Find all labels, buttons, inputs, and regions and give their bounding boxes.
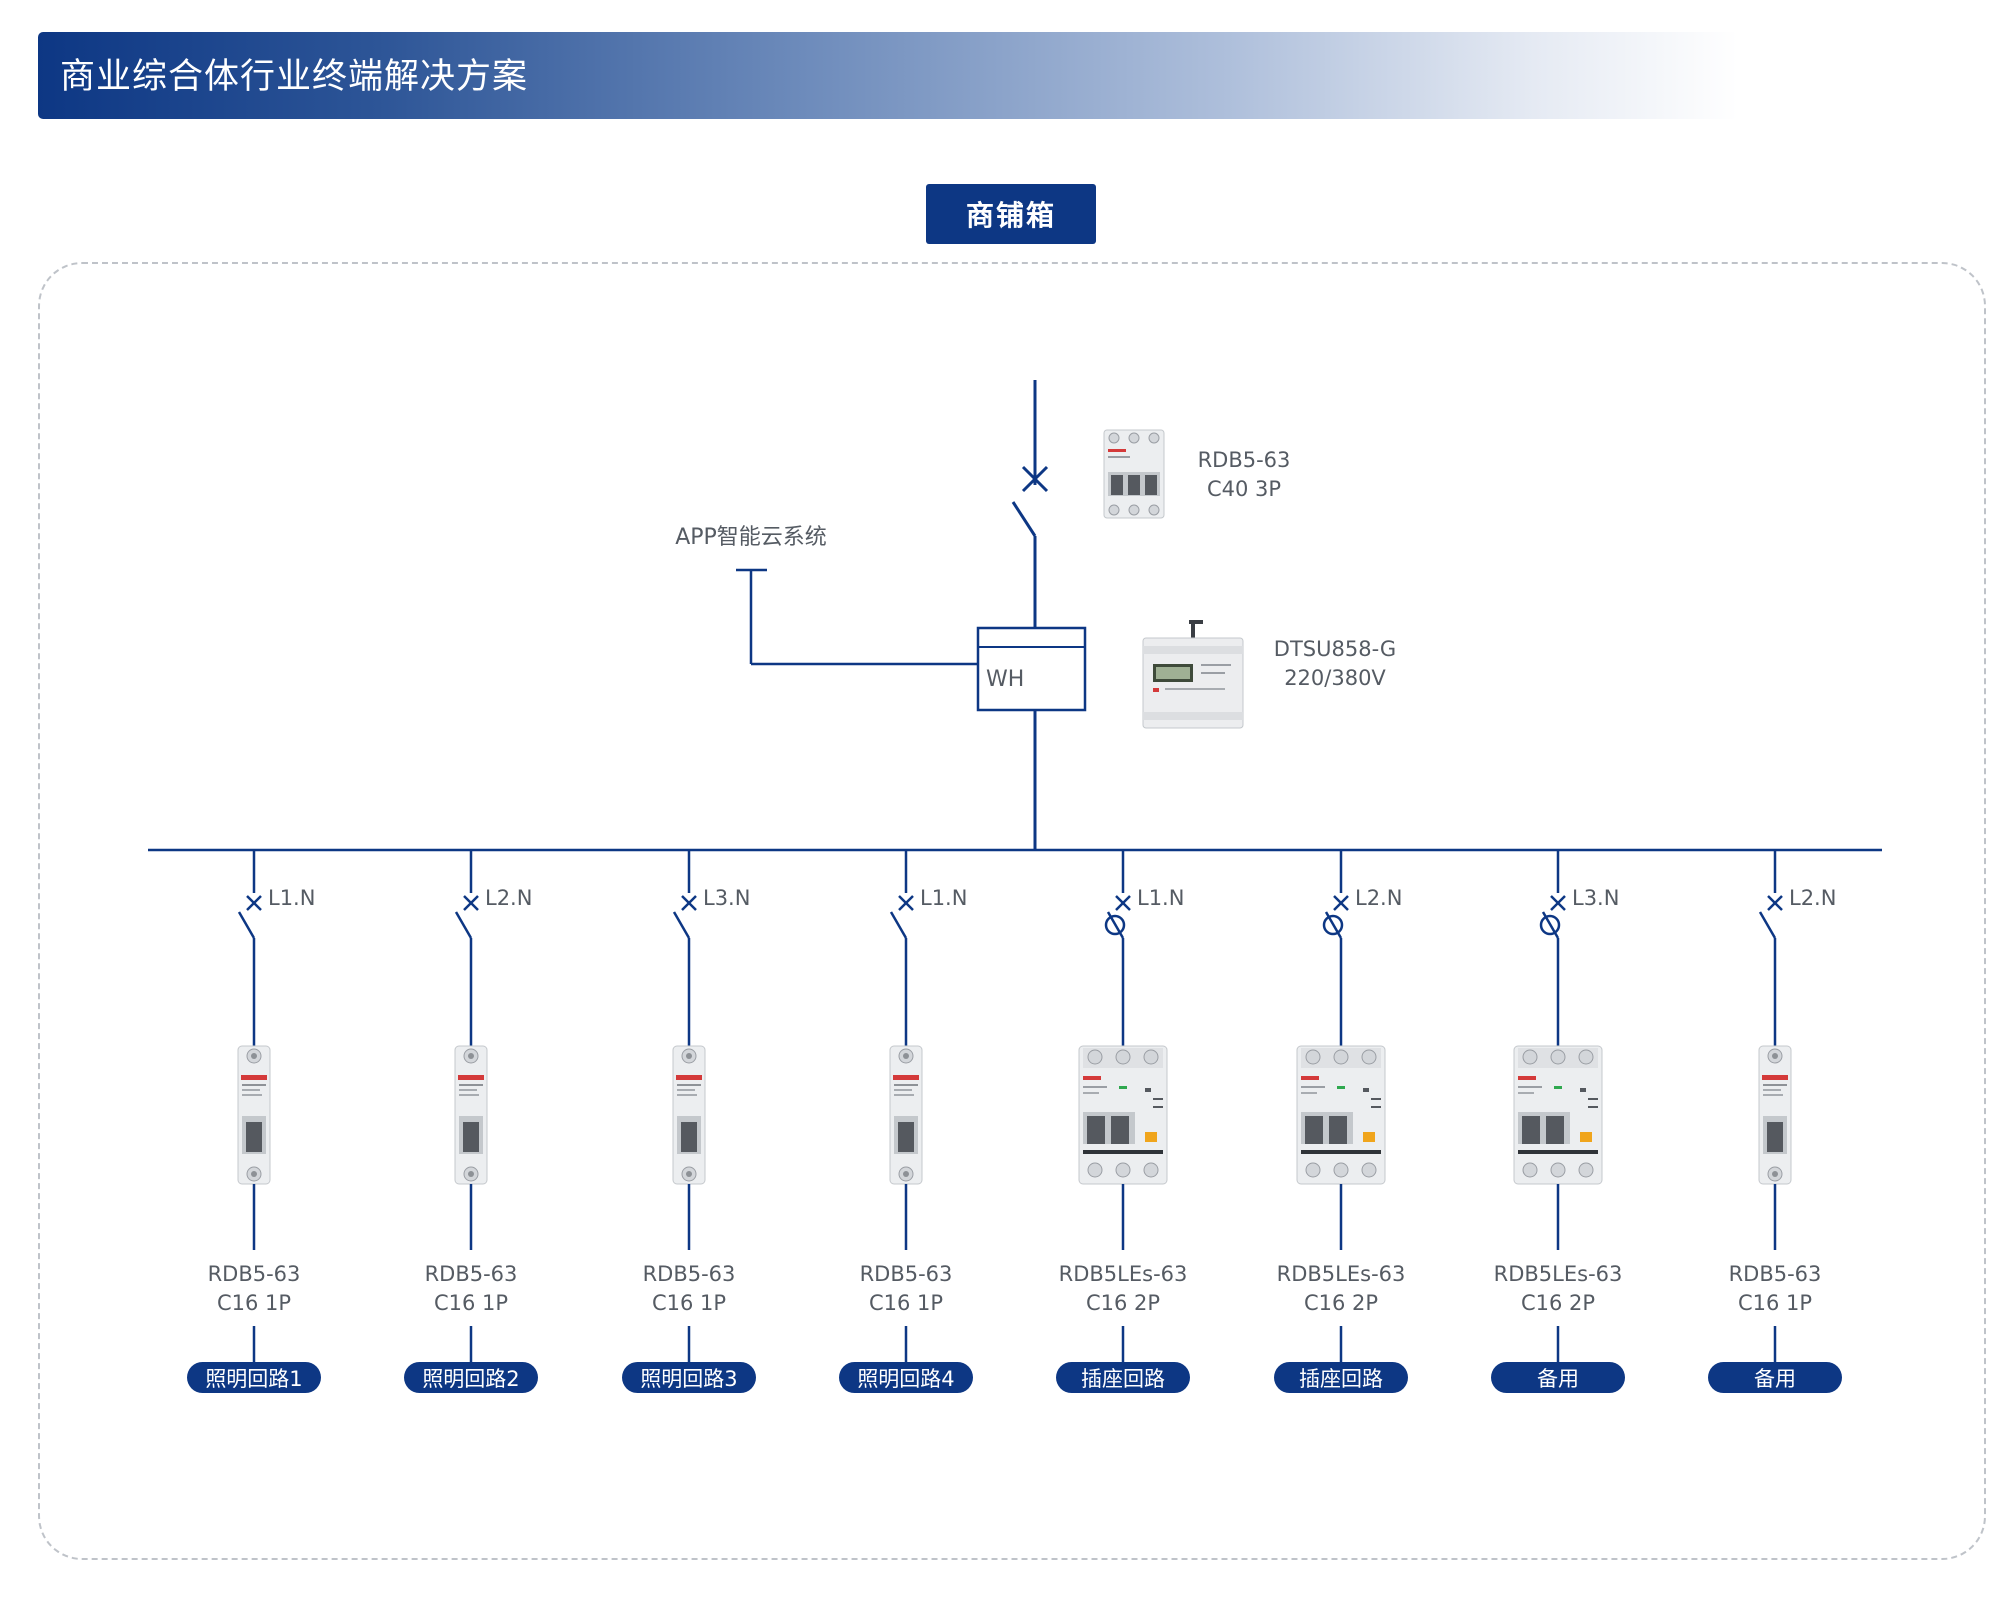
page-title: 商业综合体行业终端解决方案 (60, 57, 529, 97)
phase-label: L2.N (1789, 886, 1836, 910)
phase-label: L1.N (920, 886, 967, 910)
breaker-blade (237, 911, 256, 939)
mcb-device-image (237, 1045, 271, 1185)
meter-voltage: 220/380V (1284, 666, 1386, 690)
circuit-label: 照明回路4 (857, 1367, 954, 1391)
rcd-circle-symbol (1104, 914, 1126, 936)
phase-label: L3.N (1572, 886, 1619, 910)
main-breaker-spec: C40 3P (1207, 477, 1281, 501)
branch-spec: C16 1P (1738, 1291, 1812, 1315)
mcb-device-image (454, 1045, 488, 1185)
rcd-circle-symbol (1322, 914, 1344, 936)
main-breaker-cross-b (1021, 465, 1049, 493)
branch-spec: C16 2P (1521, 1291, 1595, 1315)
circuit-pill (1708, 1362, 1842, 1393)
main-breaker-image (1103, 429, 1165, 519)
branch-model: RDB5-63 (860, 1262, 953, 1286)
circuit-label: 照明回路2 (422, 1367, 519, 1391)
breaker-cross-b (1115, 895, 1131, 911)
meter-image (1142, 620, 1244, 729)
breaker-cross-b (898, 895, 914, 911)
mcb-device-image (672, 1045, 706, 1185)
branch-spec: C16 2P (1304, 1291, 1378, 1315)
meter-tag: WH (986, 667, 1024, 692)
circuit-label: 照明回路1 (205, 1367, 302, 1391)
section-label: 商铺箱 (926, 184, 1096, 244)
phase-label: L3.N (703, 886, 750, 910)
breaker-blade (454, 911, 473, 939)
branch-spec: C16 1P (217, 1291, 291, 1315)
circuit-pill (1491, 1362, 1625, 1393)
meter-box (976, 626, 1087, 712)
breaker-cross-b (1767, 895, 1783, 911)
rcbo-device-image (1078, 1045, 1168, 1185)
breaker-blade (1758, 911, 1777, 939)
branch-spec: C16 1P (652, 1291, 726, 1315)
breaker-cross-b (463, 895, 479, 911)
cloud-label: APP智能云系统 (675, 525, 827, 550)
breaker-cross-b (681, 895, 697, 911)
mcb-device-image (889, 1045, 923, 1185)
circuit-pill (1274, 1362, 1408, 1393)
main-breaker-blade (1011, 501, 1037, 537)
branch-model: RDB5LEs-63 (1494, 1262, 1623, 1286)
circuit-label: 备用 (1754, 1367, 1796, 1391)
circuit-label: 照明回路3 (640, 1367, 737, 1391)
breaker-cross-b (246, 895, 262, 911)
diagram-frame (38, 262, 1986, 1560)
circuit-pill (622, 1362, 756, 1393)
phase-label: L2.N (485, 886, 532, 910)
branch-spec: C16 2P (1086, 1291, 1160, 1315)
circuit-pill (187, 1362, 321, 1393)
breaker-blade (672, 911, 691, 939)
breaker-blade (889, 911, 908, 939)
branch-model: RDB5-63 (425, 1262, 518, 1286)
branch-model: RDB5LEs-63 (1277, 1262, 1406, 1286)
rcd-circle-symbol (1539, 914, 1561, 936)
circuit-label: 插座回路 (1081, 1367, 1165, 1391)
branch-spec: C16 1P (434, 1291, 508, 1315)
branch-model: RDB5-63 (643, 1262, 736, 1286)
phase-label: L1.N (268, 886, 315, 910)
breaker-cross-b (1550, 895, 1566, 911)
main-breaker-model: RDB5-63 (1198, 448, 1291, 472)
circuit-pill (1056, 1362, 1190, 1393)
circuit-pill (839, 1362, 973, 1393)
breaker-cross-b (1333, 895, 1349, 911)
phase-label: L1.N (1137, 886, 1184, 910)
branch-model: RDB5LEs-63 (1059, 1262, 1188, 1286)
rcbo-device-image (1513, 1045, 1603, 1185)
branch-model: RDB5-63 (1729, 1262, 1822, 1286)
mcb-device-image (1758, 1045, 1792, 1185)
phase-label: L2.N (1355, 886, 1402, 910)
branch-model: RDB5-63 (208, 1262, 301, 1286)
circuit-label: 备用 (1537, 1367, 1579, 1391)
rcbo-device-image (1296, 1045, 1386, 1185)
circuit-pill (404, 1362, 538, 1393)
branch-spec: C16 1P (869, 1291, 943, 1315)
header-banner (38, 32, 1738, 119)
meter-model: DTSU858-G (1274, 637, 1396, 661)
circuit-label: 插座回路 (1299, 1367, 1383, 1391)
